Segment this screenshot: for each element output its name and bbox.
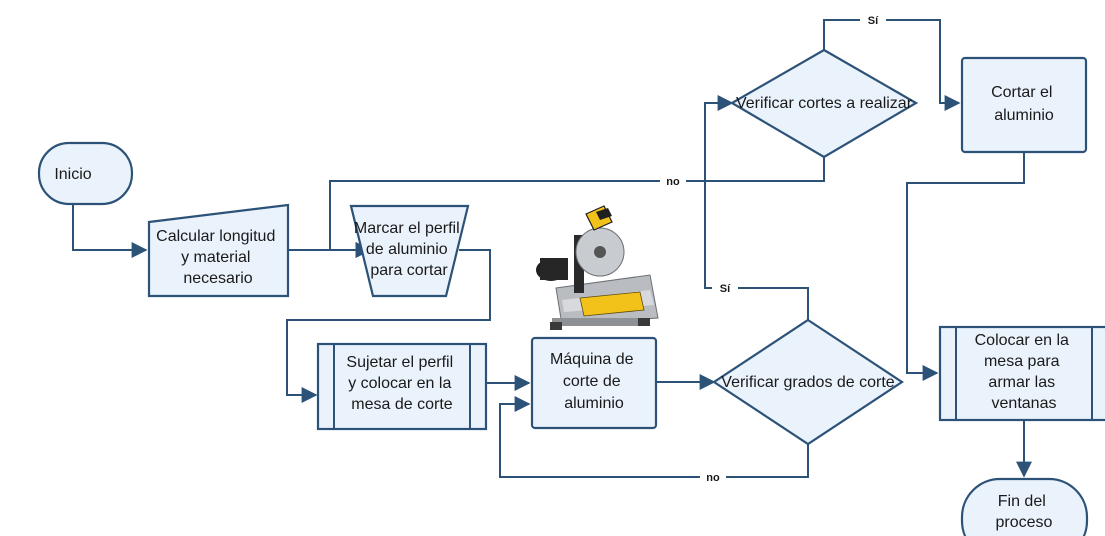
node-sujetar-label: Sujetar el perfil y colocar en la mesa d… <box>346 354 457 413</box>
edge-label-no-top: no <box>666 176 680 188</box>
edge-vcortes-si <box>823 19 961 111</box>
node-verificar-grados: Verificar grados de corte <box>712 318 904 446</box>
node-calcular-label: Calcular longitud y material necesario <box>156 228 280 287</box>
node-colocar: Colocar en la mesa para armar las ventan… <box>938 325 1105 422</box>
edges <box>72 19 1032 478</box>
node-marcar: Marcar el perfil de aluminio para cortar <box>349 204 470 298</box>
node-maquina: Máquina de corte de aluminio <box>530 336 658 430</box>
node-inicio-label: Inicio <box>54 166 91 183</box>
edge-inicio-calcular <box>72 205 148 258</box>
miter-saw-icon <box>536 205 659 330</box>
node-marcar-label: Marcar el perfil de aluminio para cortar <box>354 220 464 279</box>
node-fin-label: Fin del proceso <box>996 493 1053 531</box>
node-cortar: Cortar el aluminio <box>960 56 1088 154</box>
edge-labels: Sí no Sí no <box>660 14 886 484</box>
node-cortar-label: Cortar el aluminio <box>991 84 1057 124</box>
edge-label-no-bottom: no <box>706 472 720 484</box>
edge-vgrados-no <box>499 396 809 478</box>
node-fin: Fin del proceso <box>960 477 1089 536</box>
edge-vgrados-si <box>704 95 809 320</box>
edge-label-si-middle: Sí <box>720 283 731 295</box>
edge-vcortes-no <box>329 157 825 258</box>
node-verificar-cortes-label: Verificar cortes a realizar <box>736 95 913 112</box>
node-maquina-label: Máquina de corte de aluminio <box>550 351 638 412</box>
node-sujetar: Sujetar el perfil y colocar en la mesa d… <box>316 342 488 431</box>
node-verificar-grados-label: Verificar grados de corte <box>721 374 895 391</box>
edge-label-si-top: Sí <box>868 15 879 27</box>
node-colocar-label: Colocar en la mesa para armar las ventan… <box>975 332 1074 412</box>
edge-cortar-colocar <box>906 152 1025 381</box>
node-calcular: Calcular longitud y material necesario <box>147 203 290 298</box>
edge-marcar-sujetar <box>286 249 491 403</box>
node-verificar-cortes: Verificar cortes a realizar <box>729 48 919 159</box>
node-inicio: Inicio <box>37 141 134 206</box>
